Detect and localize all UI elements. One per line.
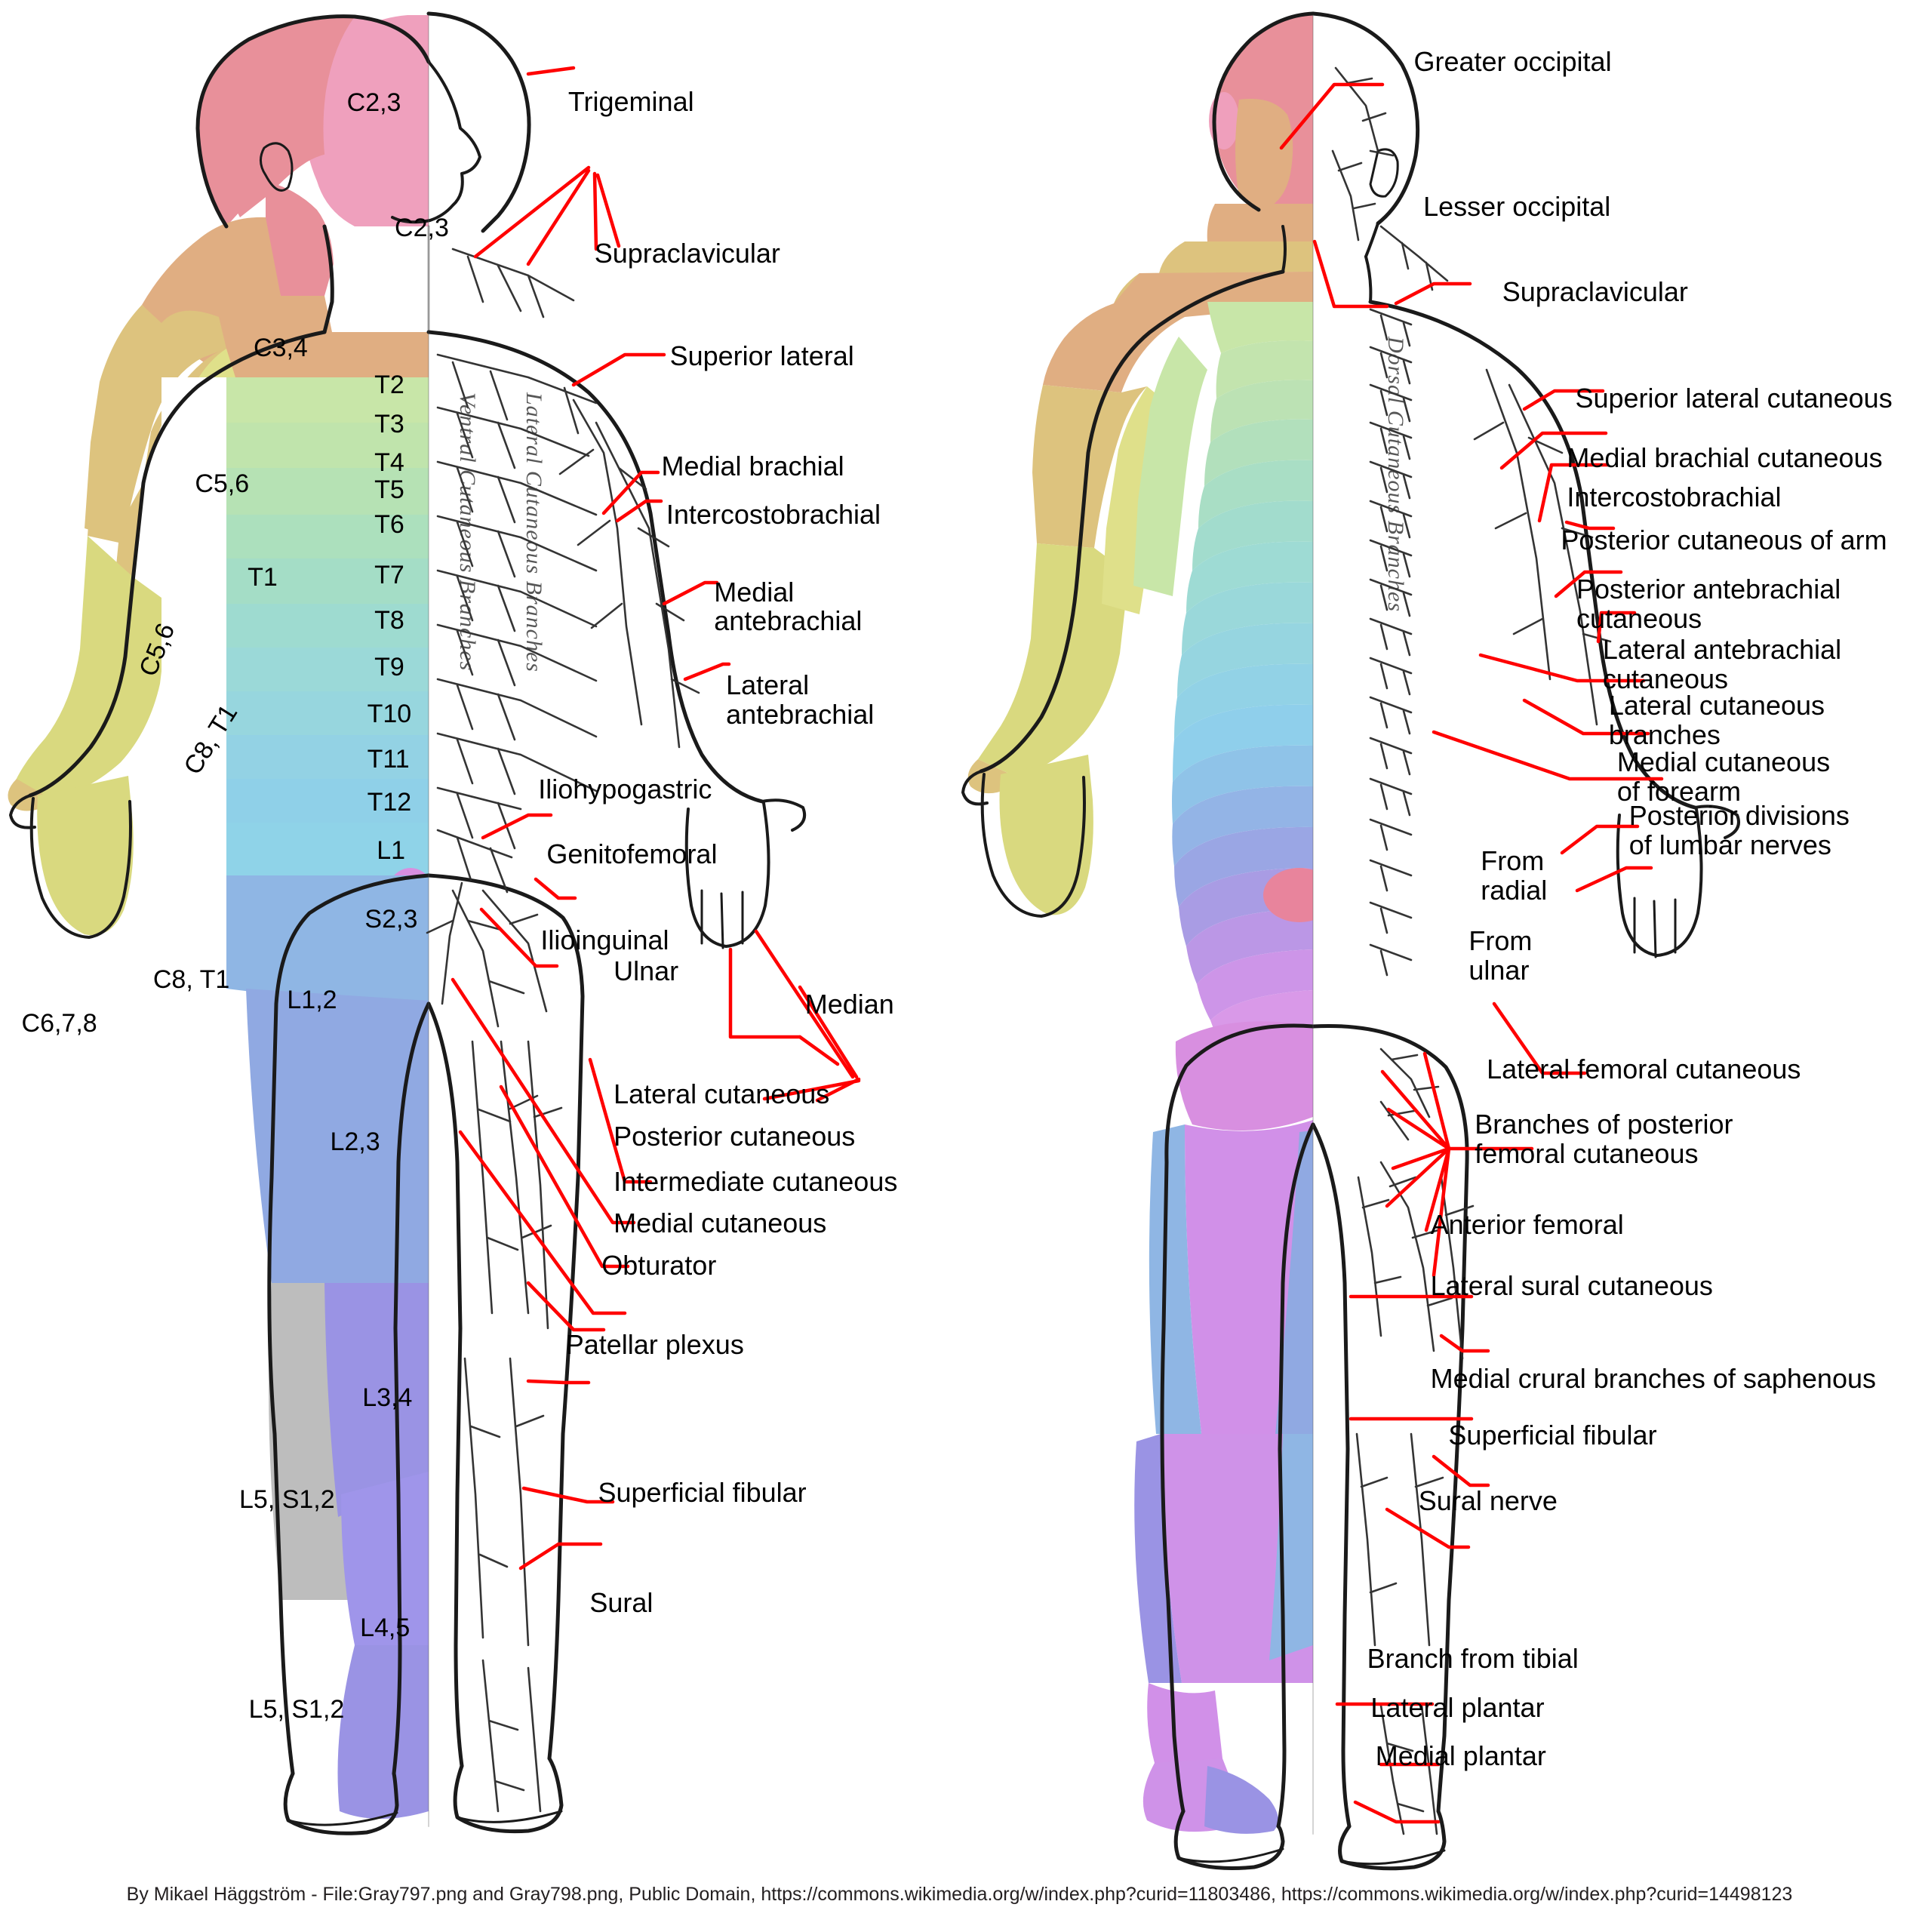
anterior-nerve-label-medial-cutaneous: Medial cutaneous [614, 1208, 827, 1239]
anterior-nerve-label-superficial-fibular: Superficial fibular [598, 1477, 807, 1509]
anterior-dermatome-label-arm-c56: C5,6 [195, 469, 250, 499]
anterior-dermatome-label-t4: T4 [374, 448, 404, 477]
posterior-nerve-label-branch-from-tibial: Branch from tibial [1367, 1643, 1579, 1675]
anterior-dermatome-label-hand-c8t1: C8, T1 [152, 964, 230, 994]
anterior-nerve-label-ilioinguinal: Ilioinguinal [540, 924, 669, 955]
posterior-nerve-label-lesser-occipital: Lesser occipital [1423, 191, 1611, 223]
anterior-dermatome-label-t8: T8 [374, 606, 404, 635]
posterior-nerve-label-lateral-sural-cutaneous: Lateral sural cutaneous [1430, 1269, 1713, 1301]
anterior-dermatome-label-shoulder-c34: C3,4 [254, 333, 308, 362]
anterior-nerve-label-lateral-cutaneous: Lateral cutaneous [614, 1078, 830, 1110]
anterior-nerve-label-ulnar: Ulnar [614, 955, 679, 986]
anterior-dermatome-label-t6: T6 [374, 510, 404, 540]
anterior-nerve-label-iliohypogastric: Iliohypogastric [538, 774, 712, 805]
anterior-nerve-label-lateral-antebrachial: Lateral antebrachial [726, 669, 875, 731]
anterior-dermatome-label-s23: S2,3 [364, 905, 418, 934]
posterior-figure-artwork [961, 11, 1740, 1871]
anterior-dermatome-label-l34: L3,4 [362, 1383, 413, 1413]
anterior-nerve-label-intermediate-cutaneous: Intermediate cutaneous [614, 1165, 898, 1197]
anterior-nerve-label-patellar-plexus: Patellar plexus [565, 1328, 744, 1360]
anterior-dermatome-label-l5s12-lower: L5, S1,2 [248, 1694, 345, 1724]
anterior-dermatome-label-t10: T10 [367, 699, 412, 728]
script-label-dorsal-cutaneous-branches: Dorsal Cutaneous Branches [1383, 337, 1408, 612]
posterior-nerve-label-lateral-plantar: Lateral plantar [1370, 1692, 1545, 1724]
posterior-nerve-label-medial-plantar: Medial plantar [1375, 1740, 1546, 1771]
anterior-dermatome-label-t7: T7 [374, 560, 404, 589]
anterior-dermatome-label-l5s12-upper: L5, S1,2 [239, 1485, 335, 1515]
anterior-dermatome-label-hand-c678: C6,7,8 [21, 1009, 97, 1038]
anterior-nerve-label-supraclavicular: Supraclavicular [594, 238, 780, 269]
anterior-dermatome-label-t3: T3 [374, 410, 404, 439]
anterior-dermatome-label-t5: T5 [374, 475, 404, 505]
anterior-dermatome-label-t9: T9 [374, 652, 404, 681]
anterior-nerve-label-medial-antebrachial: Medial antebrachial [714, 576, 863, 637]
posterior-nerve-label-superior-lateral-cutaneous: Superior lateral cutaneous [1575, 382, 1893, 414]
posterior-nerve-label-anterior-femoral: Anterior femoral [1430, 1209, 1624, 1241]
anterior-nerve-label-superior-lateral: Superior lateral [669, 340, 854, 372]
anterior-nerve-label-trigeminal: Trigeminal [567, 85, 694, 117]
anterior-dermatome-label-head-c23: C2,3 [346, 88, 401, 117]
anterior-dermatome-label-l45: L4,5 [360, 1613, 411, 1642]
anterior-nerve-label-genitofemoral: Genitofemoral [546, 838, 718, 869]
anterior-nerve-label-intercostobrachial: Intercostobrachial [666, 498, 881, 530]
anterior-nerve-label-sural: Sural [589, 1586, 654, 1618]
anterior-dermatome-label-axilla-t1: T1 [248, 563, 278, 592]
anterior-nerve-label-obturator: Obturator [601, 1249, 717, 1281]
posterior-nerve-label-from-radial: From radial [1481, 845, 1548, 906]
posterior-nerve-label-sural-nerve: Sural nerve [1418, 1485, 1558, 1517]
posterior-nerve-label-lateral-antebrachial: Lateral antebrachial cutaneous [1602, 633, 1842, 694]
anterior-dermatome-label-neck-c23: C2,3 [395, 214, 449, 243]
anterior-dermatome-label-l1: L1 [377, 835, 406, 865]
anterior-dermatome-label-t2: T2 [374, 370, 404, 399]
posterior-nerve-label-medial-brachial-cutaneous: Medial brachial cutaneous [1567, 442, 1883, 474]
attribution-caption: By Mikael Häggström - File:Gray797.png a… [126, 1884, 1793, 1905]
posterior-nerve-label-superficial-fibular: Superficial fibular [1448, 1419, 1657, 1451]
posterior-nerve-label-lateral-femoral-cutaneous: Lateral femoral cutaneous [1487, 1053, 1801, 1084]
posterior-nerve-label-medial-crural-saphenous: Medial crural branches of saphenous [1430, 1363, 1876, 1395]
posterior-nerve-label-greater-occipital: Greater occipital [1413, 46, 1612, 78]
anterior-dermatome-label-t11: T11 [367, 745, 410, 774]
anterior-dermatome-label-l12: L1,2 [287, 985, 337, 1014]
posterior-nerve-label-posterior-cutaneous-arm: Posterior cutaneous of arm [1561, 525, 1887, 556]
posterior-nerve-label-from-ulnar: From ulnar [1468, 925, 1533, 986]
anterior-dermatome-label-l23: L2,3 [330, 1128, 380, 1157]
posterior-nerve-label-medial-cutaneous-forearm: Medial cutaneous of forearm [1616, 746, 1831, 807]
anterior-dermatome-label-t12: T12 [367, 788, 412, 817]
script-label-lateral-cutaneous-branches: Lateral Cutaneous Branches [521, 392, 546, 672]
anterior-nerve-label-medial-brachial: Medial brachial [661, 451, 844, 482]
script-label-ventral-cutaneous-branches: Ventral Cutaneous Branches [455, 392, 480, 672]
posterior-nerve-label-branches-posterior-femoral: Branches of posterior femoral cutaneous [1475, 1108, 1733, 1169]
posterior-nerve-label-lateral-cutaneous-branches: Lateral cutaneous branches [1608, 690, 1825, 750]
anterior-nerve-label-posterior-cutaneous: Posterior cutaneous [614, 1120, 856, 1152]
anterior-figure-artwork [8, 11, 807, 1835]
anterior-nerve-label-median: Median [804, 989, 894, 1020]
posterior-nerve-label-intercostobrachial: Intercostobrachial [1567, 481, 1782, 513]
posterior-nerve-label-posterior-divisions-lumbar: Posterior divisions of lumbar nerves [1628, 799, 1850, 860]
posterior-nerve-label-supraclavicular: Supraclavicular [1502, 275, 1688, 307]
posterior-nerve-label-posterior-antebrachial: Posterior antebrachial cutaneous [1576, 574, 1841, 635]
